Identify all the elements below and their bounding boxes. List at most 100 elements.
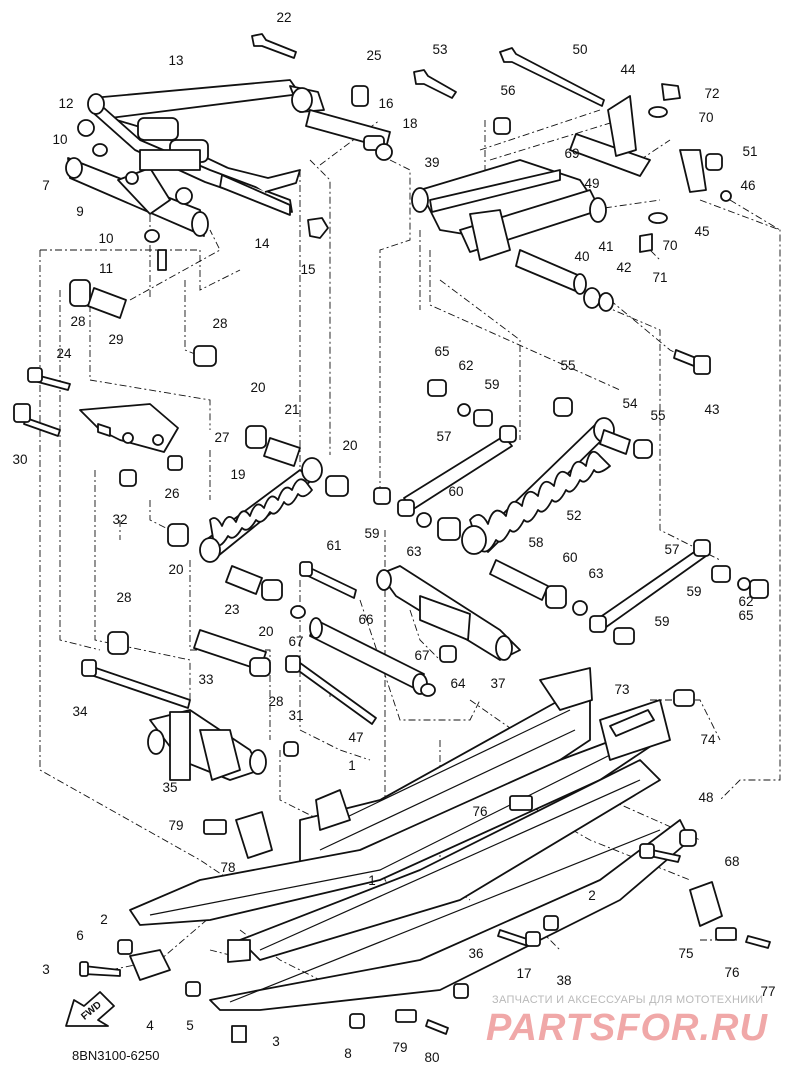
diagram-code: 8BN3100-6250 [72,1048,159,1063]
callout-3: 3 [272,1034,280,1049]
callout-70: 70 [698,110,713,125]
callout-47: 47 [348,730,363,745]
callout-34: 34 [72,704,88,719]
callout-7: 7 [42,178,50,193]
callout-25: 25 [366,48,381,63]
callout-73: 73 [614,682,629,697]
slide-rails [129,667,691,1011]
callout-3: 3 [42,962,50,977]
callout-39: 39 [424,155,439,170]
callout-41: 41 [598,239,613,254]
front-upper-arm [65,79,391,237]
callout-46: 46 [740,178,755,193]
callout-79: 79 [168,818,183,833]
callout-77: 77 [760,984,775,999]
callout-60: 60 [562,550,577,565]
callout-65: 65 [434,344,449,359]
callout-24: 24 [56,346,72,361]
callout-55: 55 [650,408,665,423]
callout-57: 57 [664,542,679,557]
callout-72: 72 [704,86,719,101]
bracket-assembly [13,367,183,487]
callout-60: 60 [448,484,463,499]
callout-10: 10 [52,132,67,147]
callout-35: 35 [162,780,177,795]
callout-79: 79 [392,1040,407,1055]
callout-59: 59 [364,526,379,541]
callout-63: 63 [588,566,603,581]
callout-48: 48 [698,790,713,805]
rear-shock-assembly [373,379,769,645]
callout-15: 15 [300,262,315,277]
callout-50: 50 [572,42,587,57]
callout-52: 52 [566,508,581,523]
callout-11: 11 [99,261,113,276]
callout-9: 9 [76,204,84,219]
callout-58: 58 [528,535,543,550]
callout-20: 20 [342,438,357,453]
callout-26: 26 [164,486,179,501]
callout-62: 62 [738,594,753,609]
callout-20: 20 [258,624,273,639]
callout-40: 40 [574,249,589,264]
callout-1: 1 [368,873,376,888]
callout-59: 59 [484,377,499,392]
callout-36: 36 [468,946,483,961]
callout-38: 38 [556,973,571,988]
callout-75: 75 [678,946,693,961]
callout-59: 59 [654,614,669,629]
callout-19: 19 [230,467,245,482]
callout-65: 65 [738,608,753,623]
callout-10: 10 [98,231,113,246]
callout-17: 17 [516,966,531,981]
callout-8: 8 [344,1046,352,1061]
callout-22: 22 [276,10,291,25]
callout-2: 2 [588,888,596,903]
callout-74: 74 [700,732,716,747]
watermark-tagline: ЗАПЧАСТИ И АКСЕССУАРЫ ДЛЯ МОТОТЕХНИКИ [492,994,763,1006]
callout-61: 61 [326,538,341,553]
callout-13: 13 [168,53,183,68]
callout-27: 27 [214,430,229,445]
callout-12: 12 [58,96,73,111]
callout-4: 4 [146,1018,154,1033]
callout-66: 66 [358,612,373,627]
callout-64: 64 [450,676,466,691]
callout-28: 28 [70,314,85,329]
fwd-arrow-icon: FWD [65,991,115,1027]
callout-55: 55 [560,358,575,373]
callout-54: 54 [622,396,638,411]
callout-18: 18 [402,116,417,131]
callout-6: 6 [76,928,84,943]
callout-45: 45 [694,224,709,239]
callout-5: 5 [186,1018,194,1033]
callout-20: 20 [168,562,183,577]
callout-70: 70 [662,238,677,253]
callout-28: 28 [268,694,283,709]
callout-30: 30 [12,452,27,467]
rail-hardware [79,689,771,1043]
callout-71: 71 [652,270,667,285]
callout-32: 32 [112,512,127,527]
callout-57: 57 [436,429,451,444]
callout-67: 67 [414,648,429,663]
watermark-brand: PARTSFOR.RU [486,1007,768,1049]
callout-20: 20 [250,380,265,395]
callout-80: 80 [424,1050,439,1065]
callout-28: 28 [116,590,131,605]
callout-78: 78 [220,860,235,875]
callout-44: 44 [620,62,636,77]
callout-76: 76 [472,804,487,819]
front-arm-hardware [77,33,393,271]
callout-37: 37 [490,676,505,691]
callout-42: 42 [616,260,631,275]
callout-49: 49 [584,176,599,191]
callout-16: 16 [378,96,393,111]
callout-56: 56 [500,83,515,98]
callout-69: 69 [564,146,579,161]
callout-2: 2 [100,912,108,927]
lower-link-assembly [285,561,521,725]
callout-51: 51 [742,144,757,159]
